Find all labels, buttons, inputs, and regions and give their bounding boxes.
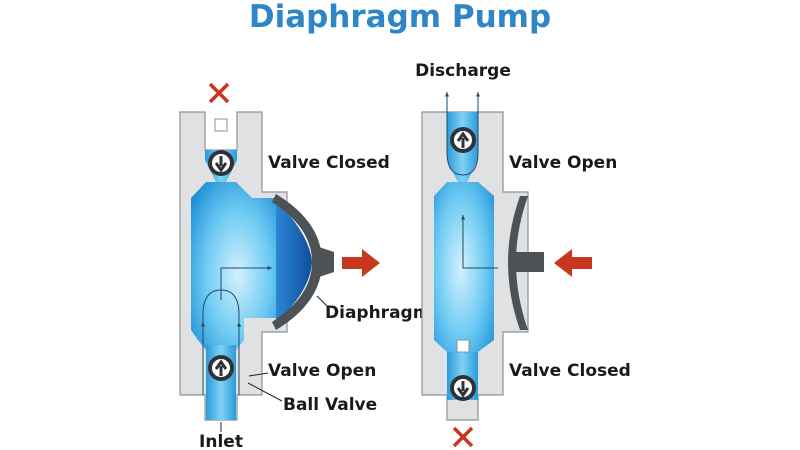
right-flow-arrow-icon [461, 215, 498, 269]
right-fluid-chamber [434, 182, 494, 352]
left-flow-arrow-icon [220, 266, 272, 300]
ball-valve-icon [450, 375, 476, 401]
label-left-bottom-valve: Valve Open [268, 361, 376, 381]
ball-valve-icon [208, 150, 234, 176]
right-diaphragm [508, 196, 528, 330]
label-right-top-valve: Valve Open [509, 153, 617, 173]
label-left-top-valve: Valve Closed [268, 153, 390, 173]
label-ball-valve: Ball Valve [283, 395, 377, 415]
left-fluid-chamber [191, 182, 276, 350]
label-discharge: Discharge [415, 61, 511, 81]
push-arrow-icon [554, 249, 592, 277]
closed-x-icon [208, 82, 230, 104]
page-title: Diaphragm Pump [249, 0, 551, 35]
ball-valve-icon [450, 127, 476, 153]
label-diaphragm: Diaphragm [325, 303, 430, 323]
closed-x-icon [452, 426, 474, 448]
left-pump [179, 82, 380, 432]
right-top-passage [447, 150, 478, 182]
ball-valve-icon [208, 355, 234, 381]
left-top-port [214, 118, 228, 132]
right-diaphragm-shaft [516, 252, 544, 272]
right-pump [421, 92, 592, 448]
left-diaphragm-membrane [272, 194, 322, 330]
left-diaphragm-shaft [316, 246, 334, 278]
left-diaphragm [276, 200, 312, 322]
label-right-bottom-valve: Valve Closed [509, 361, 631, 381]
label-inlet: Inlet [199, 432, 243, 450]
push-arrow-icon [342, 249, 380, 277]
right-bottom-port [456, 339, 470, 353]
